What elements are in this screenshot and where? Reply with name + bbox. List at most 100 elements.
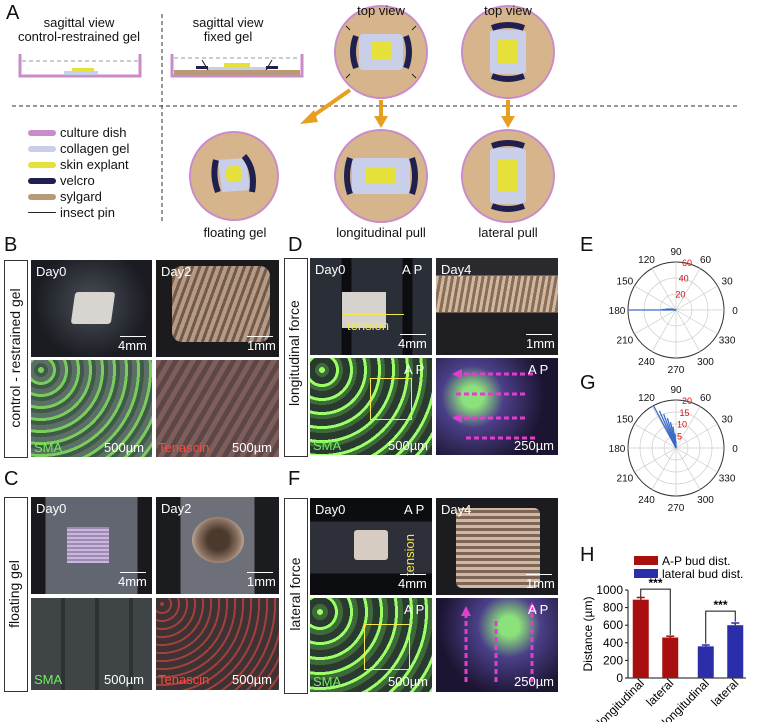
sagittal-control-line1: sagittal view	[43, 15, 115, 30]
polar-radial-label: 15	[679, 408, 689, 418]
polar-angle-label: 60	[700, 255, 712, 266]
b-scale-4mm: 4mm	[118, 338, 147, 353]
polar-angle-label: 0	[732, 306, 738, 317]
polar-spoke	[675, 406, 701, 449]
polar-spoke	[675, 309, 701, 352]
sagittal-fixed-line2: fixed gel	[203, 29, 253, 44]
polar-spoke	[634, 423, 677, 449]
legend-swatch	[28, 178, 56, 184]
polar-spoke	[675, 447, 718, 473]
f-scale-250: 250µm	[514, 674, 555, 689]
legend-collagen-gel: collagen gel	[28, 142, 129, 156]
polar-radial-label: 20	[682, 396, 692, 406]
polar-angle-label: 180	[609, 444, 626, 455]
bar	[662, 637, 679, 678]
longitudinal-pull-dish	[334, 129, 428, 223]
legend-swatch	[28, 146, 56, 152]
polar-angle-label: 300	[697, 357, 714, 368]
legend-label: velcro	[60, 173, 95, 188]
legend-label: insect pin	[60, 205, 115, 220]
polar-radial-label: 60	[682, 258, 692, 268]
b-day2-photo	[156, 260, 279, 357]
c-scale-1mm: 1mm	[247, 574, 276, 589]
bar	[697, 646, 714, 678]
f-tension-label: tension	[402, 534, 417, 576]
legend-label: skin explant	[60, 157, 129, 172]
inset-box	[364, 624, 410, 670]
d-ap-label-3: A P	[528, 362, 549, 377]
f-scale-1mm: 1mm	[526, 576, 555, 591]
b-scale-500a: 500µm	[104, 440, 145, 455]
polar-data-spoke	[671, 308, 677, 311]
f-day0-photo	[310, 498, 432, 595]
longitudinal-pull-label: longitudinal pull	[336, 225, 426, 240]
legend-swatch	[28, 162, 56, 168]
f-arrow-overlay	[461, 602, 537, 682]
panel-letter-e: E	[580, 234, 594, 256]
lateral-pull-dish	[461, 129, 555, 223]
b-scale-bar-1	[120, 336, 146, 337]
c-day0-photo	[31, 497, 152, 594]
x-tick-label: lateral	[708, 676, 741, 709]
b-day2-label: Day2	[161, 264, 192, 279]
panel-b-side-box	[4, 260, 28, 458]
sagittal-control-title: sagittal view control-restrained gel	[14, 16, 144, 44]
polar-spoke	[675, 268, 701, 311]
x-tick-label: lateral	[643, 676, 676, 709]
polar-angle-label: 150	[617, 277, 634, 288]
bar	[727, 625, 744, 678]
d-scale-bar-2	[526, 334, 552, 335]
panel-letter-f: F	[288, 468, 301, 490]
panel-c-side-box	[4, 497, 28, 692]
panel-letter-d: D	[288, 234, 303, 256]
d-day4-label: Day4	[441, 262, 472, 277]
polar-angle-label: 240	[638, 357, 655, 368]
d-tension-line	[342, 314, 404, 315]
top-view-longitudinal-dish	[334, 5, 428, 99]
panel-d-side-box	[284, 258, 308, 457]
c-sma-label: SMA	[34, 672, 63, 687]
panel-letter-h: H	[580, 544, 595, 566]
panel-letter-a: A	[6, 2, 20, 24]
sagittal-fixed-title: sagittal view fixed gel	[168, 16, 288, 44]
f-ap-label-3: A P	[528, 602, 549, 617]
c-day2-photo	[156, 497, 279, 594]
polar-angle-label: 210	[617, 474, 634, 485]
explant-shape	[67, 527, 109, 563]
top-view-label-1: top view	[357, 3, 405, 18]
b-tenascin-label: Tenascin	[158, 440, 210, 455]
top-view-label-2: top view	[484, 3, 532, 18]
f-ap-label: A P	[404, 502, 425, 517]
b-sma-label: SMA	[34, 440, 63, 455]
polar-angle-label: 0	[732, 444, 738, 455]
legend-swatch	[634, 569, 658, 578]
explant-shape	[172, 266, 270, 342]
legend-culture-dish: culture dish	[28, 126, 126, 140]
polar-angle-label: 120	[638, 255, 655, 266]
d-day0-photo	[310, 258, 432, 355]
f-scale-bar-1	[400, 574, 426, 575]
sagittal-fixed-dish	[170, 54, 304, 78]
legend-swatch	[28, 212, 56, 213]
f-day4-label: Day4	[441, 502, 472, 517]
polar-spoke	[634, 447, 677, 473]
polar-angle-label: 30	[722, 277, 734, 288]
polar-angle-label: 330	[719, 474, 736, 485]
legend-sylgard: sylgard	[28, 190, 102, 204]
c-day0-label: Day0	[36, 501, 67, 516]
d-scale-250: 250µm	[514, 438, 555, 453]
polar-spoke	[651, 447, 677, 490]
legend-insect-pin: insect pin	[28, 205, 115, 220]
d-sma-label: SMA	[313, 438, 342, 453]
polar-angle-label: 240	[638, 495, 655, 506]
y-tick-label: 0	[616, 671, 623, 685]
d-day4-photo	[436, 258, 558, 355]
floating-gel-label: floating gel	[203, 225, 267, 240]
f-day4-photo	[436, 498, 558, 595]
polar-spoke	[675, 285, 718, 311]
d-zoom-photo	[436, 358, 558, 455]
legend-swatch	[28, 130, 56, 136]
sagittal-control-dish	[18, 54, 142, 78]
polar-angle-label: 300	[697, 495, 714, 506]
